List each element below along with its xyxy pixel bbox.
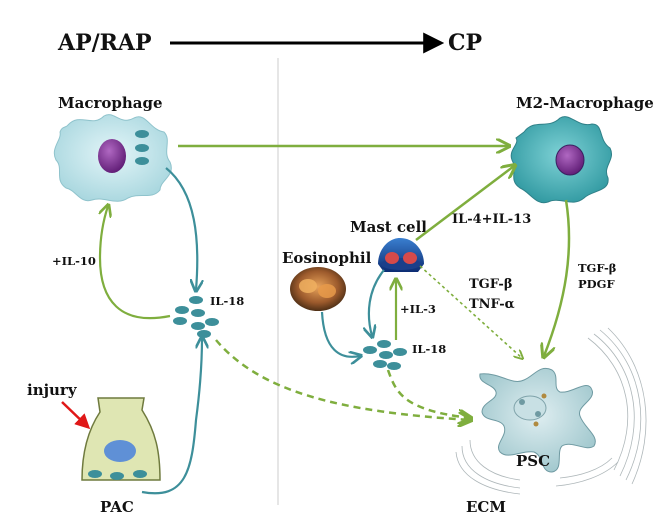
arrow-mast-to-m2 bbox=[415, 166, 514, 241]
tgf-b-right-label: TGF-β bbox=[578, 261, 616, 275]
arrow-m2-to-psc bbox=[544, 199, 571, 356]
arrow-eosinophil-to-il18 bbox=[320, 311, 360, 357]
injury-arrow bbox=[61, 401, 91, 430]
stage-label-ap-rap: AP/RAP bbox=[57, 30, 152, 56]
macrophage-label: Macrophage bbox=[58, 94, 163, 112]
tnf-a-label: TNF-α bbox=[469, 297, 515, 312]
mast-cell-label: Mast cell bbox=[350, 218, 427, 236]
il18-right-cluster bbox=[363, 340, 407, 370]
mast-cell bbox=[378, 238, 424, 272]
pdgf-label: PDGF bbox=[578, 277, 615, 291]
stage-label-cp: CP bbox=[448, 30, 482, 56]
il3-label: +IL-3 bbox=[400, 302, 436, 316]
macrophage-cell bbox=[53, 114, 172, 202]
pac-label: PAC bbox=[100, 498, 134, 516]
eosinophil-label: Eosinophil bbox=[282, 249, 372, 267]
m2-macrophage-cell bbox=[510, 116, 612, 204]
arrow-mast-to-il18 bbox=[369, 269, 385, 336]
psc-label: PSC bbox=[516, 452, 550, 470]
tgf-b-label: TGF-β bbox=[469, 277, 512, 292]
il18-left-label: IL-18 bbox=[210, 294, 244, 308]
arrow-mast-to-psc-dotted bbox=[419, 265, 522, 358]
arrow-il18-to-macrophage bbox=[100, 206, 171, 320]
pac-cell bbox=[81, 397, 161, 481]
psc-cell bbox=[479, 367, 596, 473]
arrow-il18right-to-psc-dashed bbox=[386, 369, 470, 418]
ecm-label: ECM bbox=[466, 498, 506, 516]
il4-il13-label: IL-4+IL-13 bbox=[452, 212, 531, 227]
il18-right-label: IL-18 bbox=[412, 342, 446, 356]
arrow-pac-to-il18 bbox=[141, 338, 202, 495]
m2-macrophage-label: M2-Macrophage bbox=[516, 94, 654, 112]
il10-label: +IL-10 bbox=[52, 254, 96, 268]
injury-label: injury bbox=[27, 381, 78, 399]
ecm-fibers bbox=[455, 327, 647, 495]
eosinophil-cell bbox=[290, 267, 346, 311]
arrow-il18-to-psc-dashed bbox=[215, 339, 470, 420]
arrow-macrophage-to-il18 bbox=[165, 167, 197, 290]
